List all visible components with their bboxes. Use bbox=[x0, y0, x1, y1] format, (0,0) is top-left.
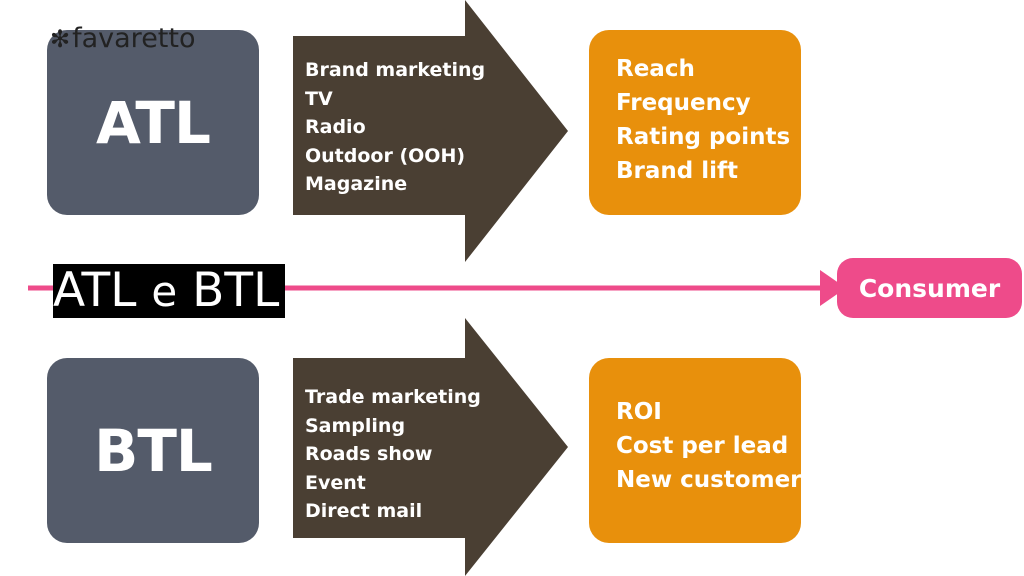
atl-channel-item: Radio bbox=[305, 116, 366, 138]
btl-channels-arrow bbox=[293, 318, 568, 576]
favaretto-watermark: ✻favaretto bbox=[50, 22, 196, 56]
btl-channel-item: Trade marketing bbox=[305, 386, 481, 408]
timeline-arrowhead bbox=[820, 270, 846, 306]
atl-channel-list: Brand marketing TV Radio Outdoor (OOH) M… bbox=[305, 56, 485, 199]
atl-metrics-box bbox=[589, 30, 801, 215]
watermark-text: favaretto bbox=[72, 23, 196, 54]
atl-channel-item: Magazine bbox=[305, 173, 408, 195]
title-part-atl: ATL bbox=[53, 263, 137, 318]
atl-arrow-shape bbox=[293, 0, 568, 262]
btl-metric-list: ROI Cost per lead New customer bbox=[616, 395, 802, 497]
atl-box-label: ATL bbox=[96, 88, 211, 157]
atl-channel-item: Brand marketing bbox=[305, 59, 486, 81]
consumer-label: Consumer bbox=[858, 273, 1001, 303]
btl-metric-item: New customer bbox=[616, 467, 802, 493]
atl-metric-item: Frequency bbox=[616, 90, 751, 116]
title-part-btl: BTL bbox=[192, 263, 280, 318]
btl-metric-item: Cost per lead bbox=[616, 433, 789, 459]
btl-arrow-shape bbox=[293, 318, 568, 576]
btl-box-label: BTL bbox=[94, 416, 213, 485]
asterisk-star-icon: ✻ bbox=[50, 25, 71, 53]
slide-title: ATL e BTL bbox=[53, 263, 286, 318]
btl-metrics-box bbox=[589, 358, 801, 543]
atl-box: ATL bbox=[47, 30, 259, 215]
atl-metric-item: Reach bbox=[616, 56, 695, 82]
consumer-badge: Consumer bbox=[837, 258, 1022, 318]
atl-channel-item: TV bbox=[305, 87, 333, 110]
atl-metric-list: Reach Frequency Rating points Brand lift bbox=[616, 52, 790, 188]
title-connector: e bbox=[151, 267, 178, 316]
atl-metric-item: Rating points bbox=[616, 124, 791, 150]
atl-channel-item: Outdoor (OOH) bbox=[305, 144, 466, 167]
btl-metric-item: ROI bbox=[616, 399, 662, 425]
btl-channel-item: Event bbox=[305, 471, 366, 494]
btl-channel-list: Trade marketing Sampling Roads show Even… bbox=[305, 383, 481, 526]
btl-box: BTL bbox=[47, 358, 259, 543]
btl-channel-item: Sampling bbox=[305, 414, 406, 437]
atl-metric-item: Brand lift bbox=[616, 158, 739, 184]
atl-channels-arrow bbox=[293, 0, 568, 262]
btl-channel-item: Roads show bbox=[305, 443, 433, 465]
btl-channel-item: Direct mail bbox=[305, 500, 423, 522]
